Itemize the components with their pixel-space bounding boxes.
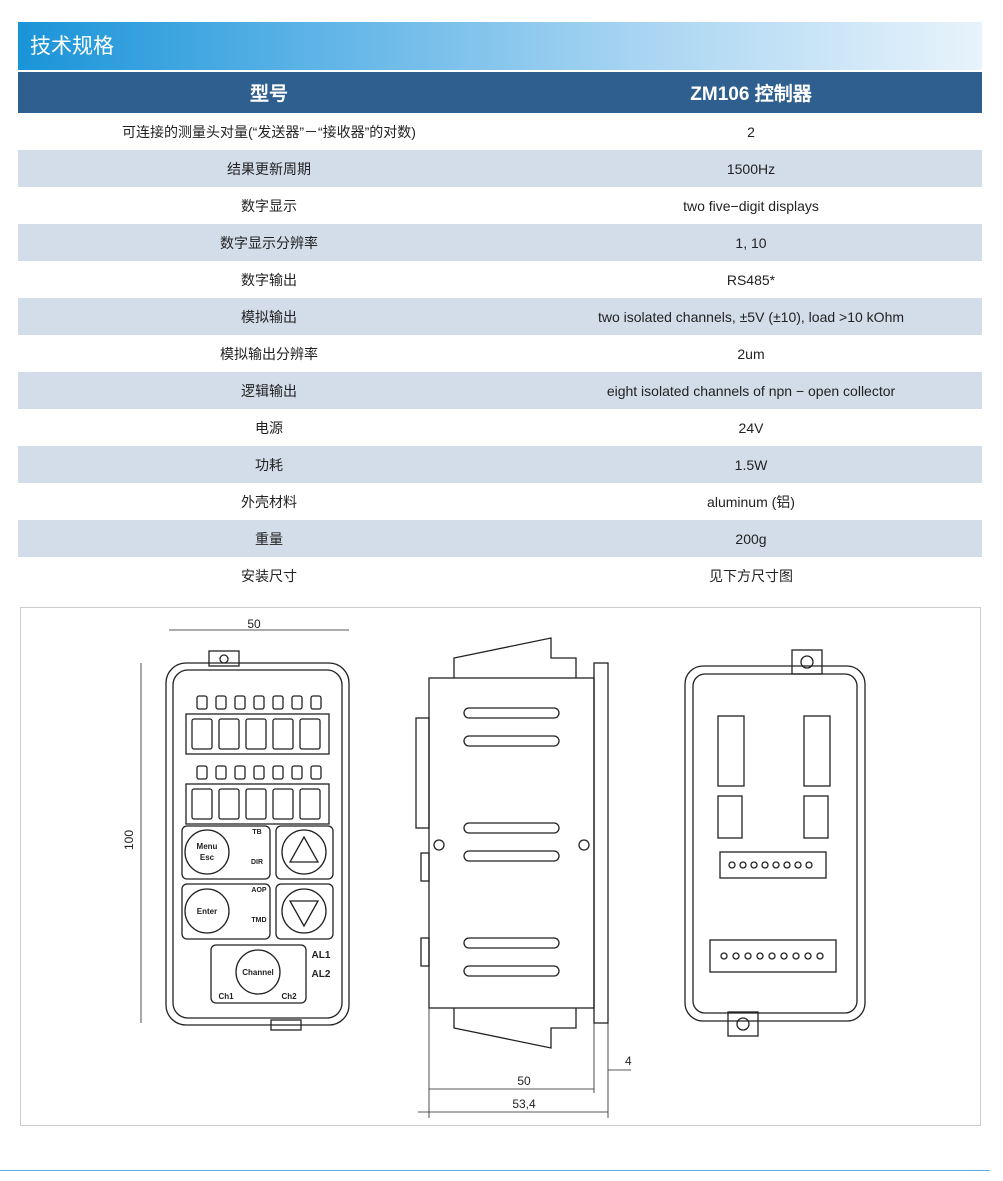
aop-label: AOP: [251, 887, 267, 894]
table-row: 外壳材料 aluminum (铝): [18, 483, 982, 520]
table-row: 安装尺寸 见下方尺寸图: [18, 557, 982, 594]
spec-name: 电源: [255, 419, 283, 436]
dir-label: DIR: [251, 859, 263, 866]
spec-name: 模拟输出: [18, 298, 520, 335]
spec-name: 数字输出: [241, 271, 297, 288]
dim-50: 50: [517, 1074, 531, 1088]
spec-value: 1, 10: [520, 224, 982, 261]
section-title: 技术规格: [18, 22, 982, 70]
spec-name: 数字显示: [241, 197, 297, 214]
table-row: 可连接的测量头对量(“发送器”－“接收器”的对数) 2: [18, 113, 982, 150]
header-product: ZM106 控制器: [520, 72, 982, 113]
table-row: 数字显示 two five−digit displays: [18, 187, 982, 224]
esc-label: Esc: [200, 853, 215, 862]
spec-name: 逻辑输出: [18, 372, 520, 409]
table-row: 数字输出 RS485*: [18, 261, 982, 298]
spec-name: 结果更新周期: [18, 150, 520, 187]
ch1-label: Ch1: [218, 992, 234, 1001]
spec-name: 安装尺寸: [241, 567, 297, 584]
tmd-label: TMD: [251, 917, 266, 924]
dim-53-4: 53,4: [512, 1097, 536, 1111]
spec-value: two isolated channels, ±5V (±10), load >…: [520, 298, 982, 335]
dimension-drawing: 50 100 Menu Esc Enter TB DIR AOP TMD Cha…: [20, 607, 981, 1126]
spec-name: 功耗: [18, 446, 520, 483]
spec-value: RS485*: [726, 271, 776, 288]
dim-height: 100: [122, 830, 136, 850]
spec-name: 重量: [18, 520, 520, 557]
spec-name: 可连接的测量头对量(“发送器”－“接收器”的对数): [122, 123, 416, 140]
front-view: 50 100 Menu Esc Enter TB DIR AOP TMD Cha…: [122, 617, 350, 1031]
al1-label: AL1: [312, 950, 331, 961]
spec-value: 见下方尺寸图: [709, 567, 793, 584]
spec-value: 24V: [738, 419, 764, 436]
al2-label: AL2: [312, 969, 331, 980]
table-row: 电源 24V: [18, 409, 982, 446]
spec-value: 1.5W: [520, 446, 982, 483]
spec-value: aluminum (铝): [707, 493, 795, 510]
spec-value: two five−digit displays: [683, 197, 819, 214]
spec-value: 2: [747, 123, 755, 140]
ch2-label: Ch2: [281, 992, 297, 1001]
table-row: 模拟输出分辨率 2um: [18, 335, 982, 372]
footer-divider: [0, 1170, 990, 1171]
channel-label: Channel: [242, 968, 274, 977]
tb-label: TB: [252, 829, 261, 836]
spec-table: 型号 ZM106 控制器 可连接的测量头对量(“发送器”－“接收器”的对数) 2 结…: [18, 72, 982, 594]
back-view: [684, 649, 866, 1037]
enter-label: Enter: [197, 907, 217, 916]
dim-width: 50: [247, 617, 261, 631]
spec-value: eight isolated channels of npn − open co…: [520, 372, 982, 409]
spec-name: 外壳材料: [241, 493, 297, 510]
spec-value: 2um: [737, 345, 765, 362]
table-header-row: 型号 ZM106 控制器: [18, 72, 982, 113]
spec-value: 1500Hz: [520, 150, 982, 187]
header-model: 型号: [18, 72, 520, 113]
spec-name: 数字显示分辨率: [18, 224, 520, 261]
spec-value: 200g: [520, 520, 982, 557]
menu-label: Menu: [197, 842, 218, 851]
spec-name: 模拟输出分辨率: [220, 345, 318, 362]
side-view: 4 50 53,4: [415, 637, 632, 1118]
dim-4: 4: [625, 1054, 632, 1068]
